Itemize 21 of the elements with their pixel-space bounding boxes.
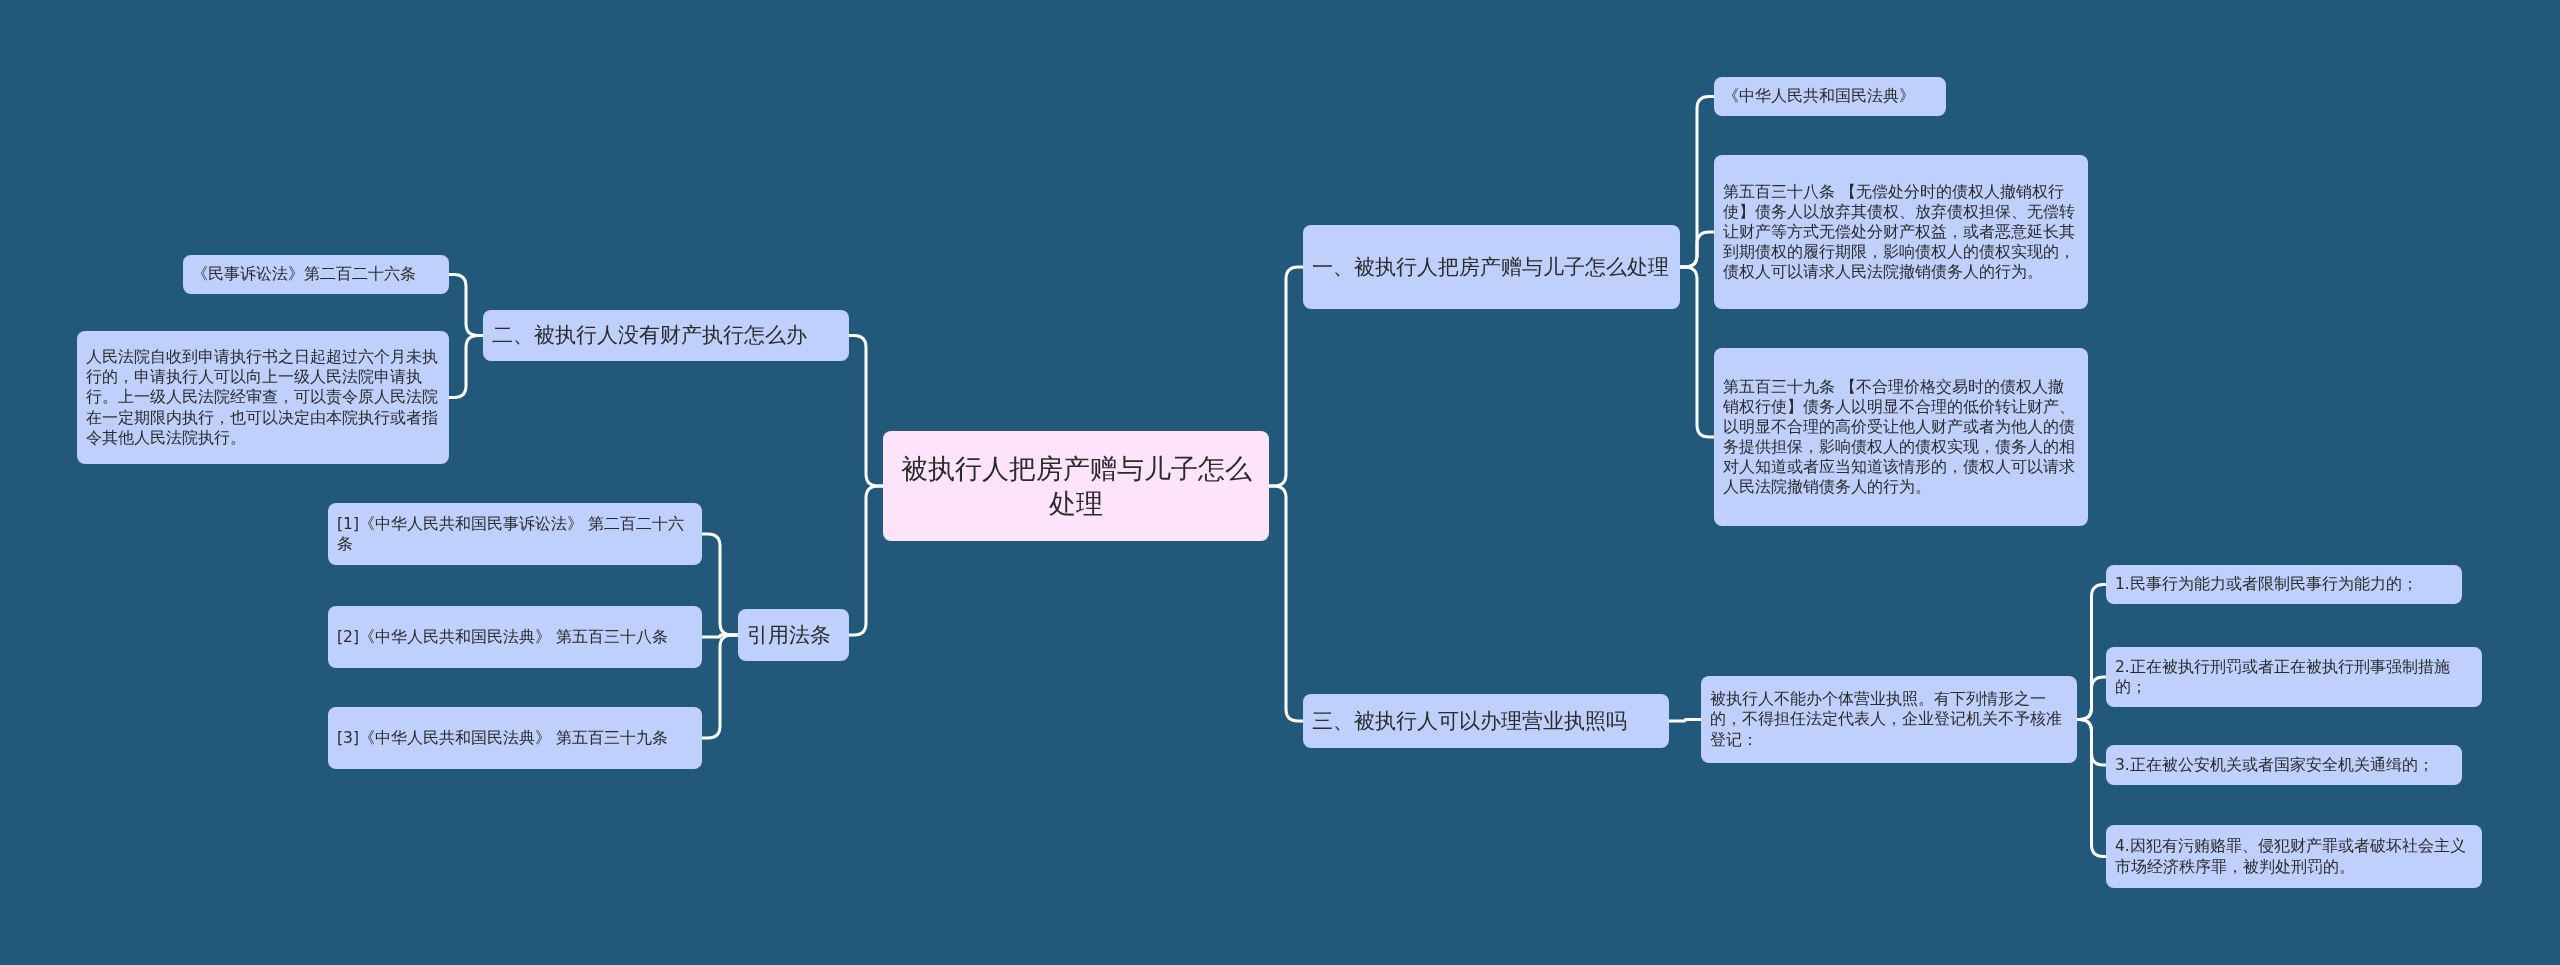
- subtopic-box: 2.正在被执行刑罚或者正在被执行刑事强制措施的；: [2106, 647, 2482, 707]
- subtopic-box: 3.正在被公安机关或者国家安全机关通缉的；: [2106, 745, 2462, 785]
- subtopic-box: 被执行人不能办个体营业执照。有下列情形之一的，不得担任法定代表人，企业登记机关不予核准登记：: [1701, 676, 2077, 763]
- central-topic-box: 被执行人把房产赠与儿子怎么处理: [883, 431, 1269, 541]
- topic-box: 二、被执行人没有财产执行怎么办: [483, 310, 849, 361]
- subtopic-box: 第五百三十八条 【无偿处分时的债权人撤销权行使】债务人以放弃其债权、放弃债权担保、无偿转让财产等方式无偿处分财产权益，或者恶意延长其到期债权的履行期限，影响债权人的债权实现的，债权人可以请求人民法院撤销债务人的行为。: [1714, 155, 2088, 309]
- subtopic-box: [1]《中华人民共和国民事诉讼法》 第二百二十六条: [328, 503, 702, 565]
- topic-box: 引用法条: [738, 609, 849, 661]
- subtopic-box: 《中华人民共和国民法典》: [1714, 77, 1946, 116]
- connector-line: [2077, 718, 2106, 858]
- subtopic-box: 1.民事行为能力或者限制民事行为能力的；: [2106, 565, 2462, 604]
- subtopic-box: 4.因犯有污贿赂罪、侵犯财产罪或者破坏社会主义市场经济秩序罪，被判处刑罚的。: [2106, 825, 2482, 888]
- topic-box: 一、被执行人把房产赠与儿子怎么处理: [1303, 225, 1680, 309]
- topic-box: 三、被执行人可以办理营业执照吗: [1303, 694, 1669, 748]
- connector-line: [702, 633, 738, 740]
- subtopic-box: 第五百三十九条 【不合理价格交易时的债权人撤销权行使】债务人以明显不合理的低价转让财产、以明显不合理的高价受让他人财产或者为他人的债务提供担保，影响债权人的债权实现，债务人的相对人知道或者应当知道该情形的，债权人可以请求人民法院撤销债务人的行为。: [1714, 348, 2088, 526]
- subtopic-box: [3]《中华人民共和国民法典》 第五百三十九条: [328, 707, 702, 769]
- subtopic-box: 《民事诉讼法》第二百二十六条: [183, 255, 449, 294]
- subtopic-box: 人民法院自收到申请执行书之日起超过六个月未执行的，申请执行人可以向上一级人民法院申请执行。上一级人民法院经审查，可以责令原人民法院在一定期限内执行，也可以决定由本院执行或者指令其他人民法院执行。: [77, 331, 449, 464]
- subtopic-box: [2]《中华人民共和国民法典》 第五百三十八条: [328, 606, 702, 668]
- connector-line: [1669, 718, 1701, 723]
